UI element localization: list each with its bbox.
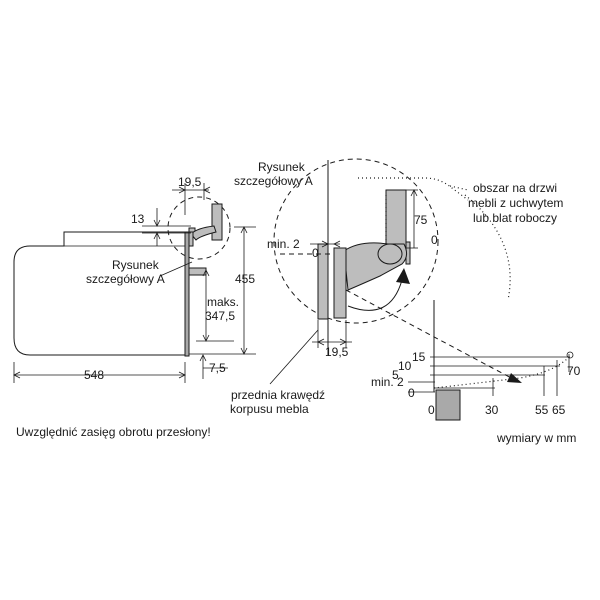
dim-19-5-bottom: 19,5 xyxy=(325,345,349,359)
dimensions-center xyxy=(269,185,469,385)
dim-0-right: 0 xyxy=(431,233,438,247)
dim-maks-line1: maks. xyxy=(207,295,239,309)
dim-7-5: 7,5 xyxy=(209,361,226,375)
detail-a-left-line1: Rysunek xyxy=(112,258,160,272)
detail-a-right-line2: szczegółowy A xyxy=(234,174,313,188)
dim-maks-line2: 347,5 xyxy=(205,309,235,323)
dim-min2-top: min. 2 xyxy=(267,237,300,251)
dimensions-left xyxy=(13,183,256,383)
detail-a-circle-large xyxy=(273,158,469,355)
dim-15: 15 xyxy=(412,350,426,364)
label-obszar: obszar na drzwi mebli z uchwytem lub bla… xyxy=(468,181,567,225)
dim-min2-bottom: min. 2 xyxy=(371,375,404,389)
dim-19-5-top: 19,5 xyxy=(178,175,202,189)
label-detail-a-left: Rysunek szczegółowy A xyxy=(86,258,165,286)
axis-0: 0 xyxy=(428,403,435,417)
obszar-line3: lub blat roboczy xyxy=(473,211,557,225)
dim-0-top: 0 xyxy=(312,246,319,260)
dim-0-bottom: 0 xyxy=(408,386,415,400)
dim-548: 548 xyxy=(84,368,104,382)
detail-a-circle-small xyxy=(167,196,231,260)
dim-5: 5 xyxy=(392,368,399,382)
dim-75: 75 xyxy=(414,213,428,227)
note-text: Uwzględnić zasięg obrotu przesłony! xyxy=(16,425,211,439)
detail-a-right-line1: Rysunek xyxy=(258,160,306,174)
detail-a-left-line2: szczegółowy A xyxy=(86,272,165,286)
label-przednia: przednia krawędź korpusu mebla xyxy=(230,388,328,416)
przednia-line1: przednia krawędź xyxy=(231,388,325,402)
axis-30: 30 xyxy=(485,403,499,417)
axis-65: 65 xyxy=(552,403,566,417)
axis-55: 55 xyxy=(535,403,549,417)
dim-455: 455 xyxy=(235,272,255,286)
axis-70: 70 xyxy=(567,364,581,378)
label-detail-a-right: Rysunek szczegółowy A xyxy=(234,160,313,188)
oven-side-view xyxy=(13,227,207,357)
labels: Rysunek szczegółowy A Rysunek szczegółow… xyxy=(16,160,581,445)
dim-maks: maks. 347,5 xyxy=(205,295,242,323)
dim-13: 13 xyxy=(131,212,145,226)
obszar-line1: obszar na drzwi xyxy=(473,181,557,195)
units-text: wymiary w mm xyxy=(496,431,576,445)
obszar-line2: mebli z uchwytem xyxy=(468,196,563,210)
swing-region xyxy=(345,194,574,421)
przednia-line2: korpusu mebla xyxy=(230,402,309,416)
dim-10: 10 xyxy=(398,359,412,373)
